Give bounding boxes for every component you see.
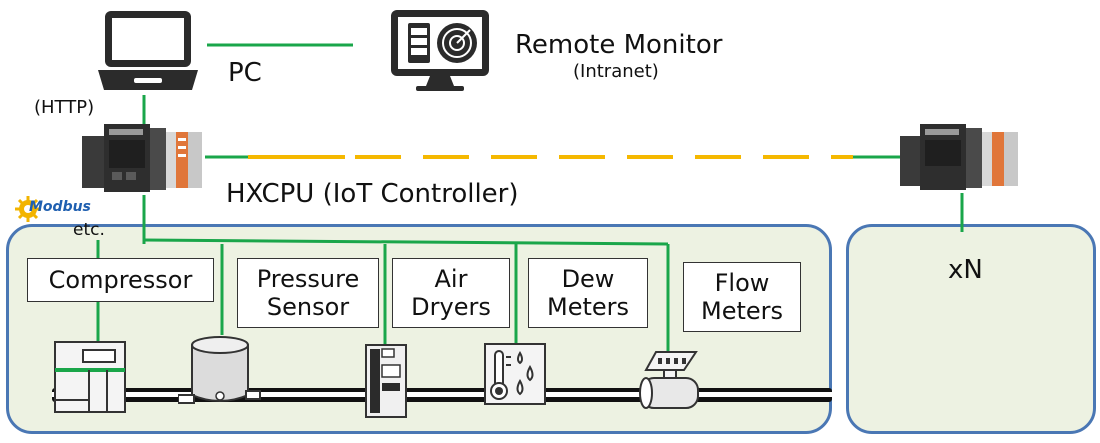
remote-plc-controller-icon — [900, 124, 1018, 190]
pressure-sensor-label-line: Pressure — [256, 265, 360, 293]
remote-zone — [846, 224, 1096, 434]
laptop-icon — [98, 11, 198, 90]
air-dryers-label-line: Air — [434, 265, 468, 293]
pc-label: PC — [228, 58, 262, 88]
monitor-icon — [391, 10, 489, 91]
air-dryers-label-line: Dryers — [411, 293, 491, 321]
compressor-icon — [54, 341, 126, 413]
field-bus — [143, 238, 669, 246]
dew-meters-label-line: Meters — [546, 293, 630, 321]
xn-label: xN — [948, 255, 983, 285]
tank-icon — [178, 336, 261, 404]
plc-controller-icon — [82, 124, 202, 192]
air-pipe — [52, 388, 832, 402]
remote-monitor-label: Remote Monitor — [515, 30, 723, 60]
compressor-label-line: Compressor — [48, 266, 193, 294]
etc-label: etc. — [73, 220, 105, 240]
pressure-sensor-label-line: Sensor — [266, 293, 350, 321]
compressor-label: Compressor — [49, 266, 193, 294]
http-label: (HTTP) — [34, 97, 95, 118]
modbus-logo — [15, 196, 41, 222]
intranet-label: (Intranet) — [573, 61, 659, 82]
flow-meters-label-line: Flow — [714, 269, 770, 297]
modbus-logo-text: Modbus — [29, 199, 91, 215]
device-box-compressor: Compressor — [27, 258, 214, 302]
controller-label: HXCPU (IoT Controller) — [226, 179, 519, 209]
flow-meters-label-line: Meters — [700, 297, 784, 325]
dew-meter-icon — [484, 343, 546, 405]
dryer-icon — [365, 344, 407, 418]
dew-meters-label-line: Dew — [561, 265, 615, 293]
flow-meter-icon — [639, 351, 699, 409]
